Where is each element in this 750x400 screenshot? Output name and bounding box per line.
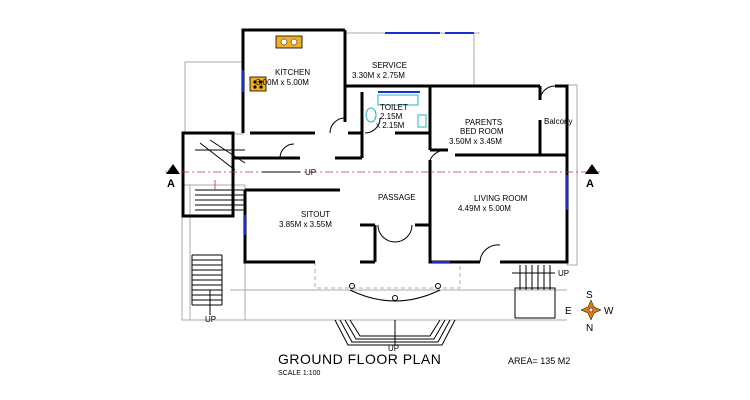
doors: [279, 85, 556, 263]
room-labels: KITCHEN 3.00M x 5.00M SERVICE 3.30M x 2.…: [256, 61, 572, 229]
compass-west: W: [604, 306, 614, 317]
compass-east: E: [565, 306, 572, 317]
section-mark-left: A: [167, 178, 175, 190]
service-size: 3.30M x 2.75M: [352, 71, 405, 80]
stair-labels: UP UP UP UP: [205, 168, 569, 353]
compass-north: N: [586, 323, 593, 334]
parents-label: PARENTS: [465, 118, 502, 127]
up-label-right: UP: [558, 269, 569, 278]
compass: S N E W: [565, 290, 614, 334]
plan-area: AREA= 135 M2: [508, 356, 570, 366]
passage-label: PASSAGE: [378, 193, 416, 202]
plan-scale: SCALE 1:100: [278, 370, 321, 377]
compass-south: S: [586, 290, 593, 301]
plan-title: GROUND FLOOR PLAN: [278, 351, 441, 367]
section-line: [165, 164, 600, 190]
toilet-size-2: x 2.15M: [376, 121, 405, 130]
right-external-steps: [514, 265, 556, 319]
left-external-stair: [191, 254, 223, 315]
living-size: 4.49M x 5.00M: [458, 204, 511, 213]
windows: [242, 32, 568, 263]
sitout-size: 3.85M x 3.55M: [279, 220, 332, 229]
sitout-label: SITOUT: [301, 210, 330, 219]
kitchen-stove: [249, 76, 267, 92]
up-label-bottom: UP: [388, 344, 399, 353]
toilet-size-1: 2.15M: [380, 112, 403, 121]
up-label-left: UP: [205, 315, 216, 324]
section-mark-right: A: [586, 178, 594, 190]
balcony-label: Balcony: [544, 117, 572, 126]
front-steps: [334, 319, 456, 346]
toilet-label: TOILET: [380, 103, 408, 112]
bedroom-label: BED ROOM: [460, 127, 504, 136]
kitchen-sink: [275, 35, 303, 49]
kitchen-size: 3.00M x 5.00M: [256, 78, 309, 87]
kitchen-label: KITCHEN: [275, 68, 310, 77]
toilet-fixtures: [365, 94, 427, 128]
service-label: SERVICE: [372, 61, 407, 70]
bedroom-size: 3.50M x 3.45M: [449, 137, 502, 146]
inner-stair: [181, 131, 246, 218]
living-label: LIVING ROOM: [474, 194, 528, 203]
up-label-center: UP: [305, 168, 316, 177]
